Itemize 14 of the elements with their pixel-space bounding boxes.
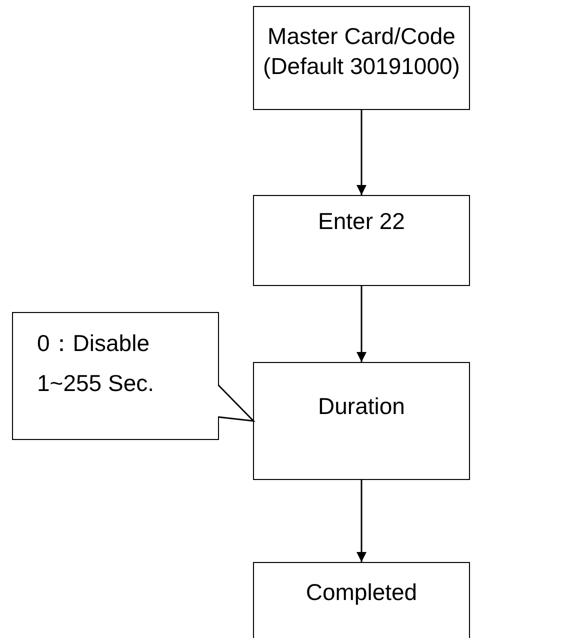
box-label: Completed <box>304 578 418 607</box>
process-box <box>253 362 470 480</box>
process-box <box>253 195 470 286</box>
callout-box <box>12 312 219 440</box>
box-label: Enter 22 <box>317 207 406 236</box>
process-box <box>253 6 470 110</box>
arrow <box>356 286 366 362</box>
arrow <box>356 110 366 195</box>
box-label: Duration <box>317 392 406 421</box>
callout-text: 0：Disable 1~255 Sec. <box>37 329 156 398</box>
arrow <box>356 480 366 562</box>
callout-pointer <box>218 384 256 422</box>
process-box <box>253 562 470 638</box>
box-label: Master Card/Code (Default 30191000) <box>262 22 461 81</box>
